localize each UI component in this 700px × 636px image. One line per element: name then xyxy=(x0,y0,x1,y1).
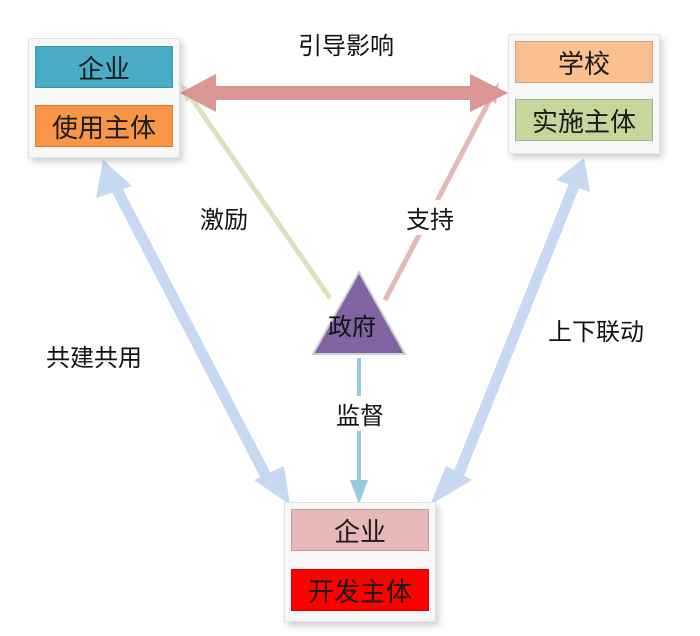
guide-arrowhead-right xyxy=(470,74,508,112)
co-build-label: 共建共用 xyxy=(44,338,144,373)
linkage-arrowhead-bottom xyxy=(430,466,472,505)
guide-arrowhead-left xyxy=(180,74,216,112)
linkage-label: 上下联动 xyxy=(546,312,646,347)
government-triangle xyxy=(311,269,407,355)
guide-label: 引导影响 xyxy=(298,32,394,60)
school-title: 学校 xyxy=(515,41,653,83)
co-build-arrowhead-bottom xyxy=(254,466,290,505)
incentive-line xyxy=(187,94,333,300)
government-label: 政府 xyxy=(328,313,376,341)
enterprise-developer-title: 企业 xyxy=(291,509,429,551)
incentive-label: 激励 xyxy=(198,200,250,235)
guide-arrow-shaft xyxy=(208,86,478,100)
school-role: 实施主体 xyxy=(515,99,653,141)
linkage-shaft xyxy=(452,183,580,479)
support-arrow xyxy=(382,82,499,302)
incentive-arrow xyxy=(181,84,333,300)
support-label: 支持 xyxy=(404,200,456,235)
co-build-shaft xyxy=(110,183,273,483)
enterprise-user-node: 企业 使用主体 xyxy=(28,38,180,158)
enterprise-developer-role: 开发主体 xyxy=(291,569,429,611)
enterprise-developer-node: 企业 开发主体 xyxy=(284,502,436,622)
linkage-arrowhead-top xyxy=(556,158,590,192)
guide-double-arrow xyxy=(180,74,508,112)
enterprise-user-title: 企业 xyxy=(35,46,173,88)
supervise-arrow xyxy=(350,358,368,504)
enterprise-user-role: 使用主体 xyxy=(35,105,173,147)
co-build-arrowhead-top xyxy=(96,160,132,198)
supervise-label: 监督 xyxy=(334,396,386,431)
linkage-double-arrow xyxy=(430,158,590,505)
co-build-double-arrow xyxy=(96,160,290,505)
support-line xyxy=(382,94,495,302)
supervise-arrowhead xyxy=(350,480,368,504)
school-node: 学校 实施主体 xyxy=(508,34,660,154)
